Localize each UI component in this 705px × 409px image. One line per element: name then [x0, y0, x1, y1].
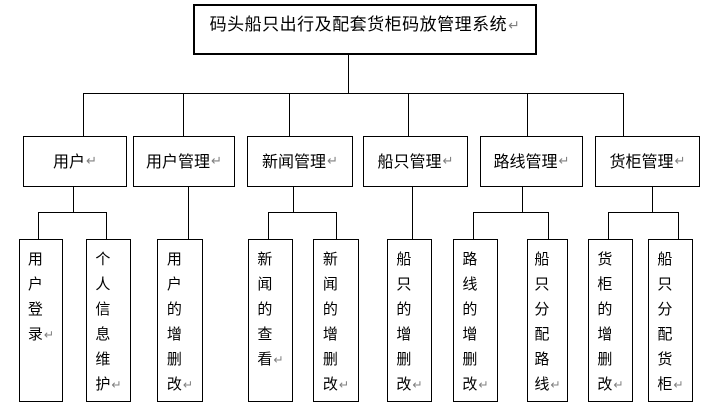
paragraph-mark-icon: ↵ [211, 154, 222, 169]
connector-drop-user [83, 93, 84, 136]
connector-root-stem [348, 55, 349, 93]
paragraph-mark-icon: ↵ [673, 378, 684, 392]
node-news-view: 新 闻 的 查 看↵ [248, 239, 293, 402]
node-label: 用户 [53, 152, 86, 171]
connector-level2-rail [83, 93, 624, 94]
paragraph-mark-icon: ↵ [86, 154, 97, 169]
connector-drop-route-mgmt [527, 93, 528, 136]
node-label: 货柜管理 [609, 152, 674, 171]
connector-user-stem [73, 187, 74, 213]
connector-drop-user-mgmt [183, 93, 184, 136]
node-label: 船只管理 [377, 152, 442, 171]
node-label: 新 闻 的 增 删 改 [322, 250, 338, 393]
node-ship-route-assignment: 船 只 分 配 路 线↵ [527, 239, 568, 402]
connector-drop-news-mgmt [289, 93, 290, 136]
connector-drop-route-crud [473, 212, 474, 239]
node-label: 用户管理 [146, 152, 211, 171]
connector-drop-news-view [268, 212, 269, 239]
connector-drop-container-crud [608, 212, 609, 239]
connector-ship-mgmt-stem [412, 187, 413, 239]
node-user-login: 用 户 登 录↵ [19, 239, 63, 402]
connector-drop-personal-info [106, 212, 107, 239]
connector-user-mgmt-stem [188, 187, 189, 239]
paragraph-mark-icon: ↵ [338, 378, 350, 392]
paragraph-mark-icon: ↵ [442, 154, 454, 169]
node-personal-info-maintenance: 个 人 信 息 维 护↵ [86, 239, 131, 402]
paragraph-mark-icon: ↵ [508, 18, 521, 34]
connector-route-stem [522, 187, 523, 213]
node-label: 用 户 登 录 [27, 250, 43, 343]
node-label: 船 只 的 增 删 改 [396, 250, 412, 393]
connector-news-rail [268, 212, 337, 213]
node-label: 新闻管理 [262, 152, 327, 171]
paragraph-mark-icon: ↵ [327, 154, 338, 169]
node-ship-crud: 船 只 的 增 删 改↵ [387, 239, 432, 402]
node-label: 新 闻 的 查 看 [257, 250, 273, 368]
node-user-crud: 用 户 的 增 删 改↵ [157, 239, 203, 402]
paragraph-mark-icon: ↵ [111, 378, 122, 392]
node-label: 用 户 的 增 删 改 [166, 250, 182, 393]
node-news-crud: 新 闻 的 增 删 改↵ [313, 239, 359, 402]
node-container-management: 货柜管理↵ [595, 136, 700, 187]
node-news-management: 新闻管理↵ [247, 136, 353, 187]
node-user-management: 用户管理↵ [133, 136, 235, 187]
paragraph-mark-icon: ↵ [43, 328, 55, 342]
node-label: 个 人 信 息 维 护 [95, 250, 111, 393]
connector-container-rail [608, 212, 679, 213]
node-label: 船 只 分 配 货 柜 [657, 250, 673, 393]
node-route-crud: 路 线 的 增 删 改↵ [453, 239, 498, 402]
node-label: 码头船只出行及配套货柜码放管理系统 [209, 15, 508, 35]
paragraph-mark-icon: ↵ [674, 154, 686, 169]
connector-drop-ship-container-assign [678, 212, 679, 239]
connector-user-rail [38, 212, 107, 213]
node-label: 船 只 分 配 路 线 [534, 250, 550, 393]
node-container-crud: 货 柜 的 增 删 改↵ [588, 239, 633, 402]
connector-news-stem [293, 187, 294, 213]
paragraph-mark-icon: ↵ [273, 353, 284, 367]
node-label: 路线管理 [493, 152, 558, 171]
paragraph-mark-icon: ↵ [478, 378, 489, 392]
paragraph-mark-icon: ↵ [412, 378, 423, 392]
paragraph-mark-icon: ↵ [550, 378, 561, 392]
connector-route-rail [473, 212, 549, 213]
node-label: 路 线 的 增 删 改 [462, 250, 478, 393]
connector-container-stem [652, 187, 653, 213]
node-label: 货 柜 的 增 删 改 [597, 250, 613, 393]
node-root-title: 码头船只出行及配套货柜码放管理系统↵ [193, 4, 537, 55]
paragraph-mark-icon: ↵ [182, 378, 194, 392]
connector-drop-ship-mgmt [408, 93, 409, 136]
paragraph-mark-icon: ↵ [613, 378, 624, 392]
node-ship-management: 船只管理↵ [363, 136, 468, 187]
connector-drop-container-mgmt [623, 93, 624, 136]
node-user: 用户↵ [23, 136, 127, 187]
connector-drop-ship-route-assign [548, 212, 549, 239]
connector-drop-user-login [38, 212, 39, 239]
node-ship-container-assignment: 船 只 分 配 货 柜↵ [648, 239, 693, 402]
paragraph-mark-icon: ↵ [558, 154, 570, 169]
node-route-management: 路线管理↵ [480, 136, 583, 187]
connector-drop-news-crud [336, 212, 337, 239]
